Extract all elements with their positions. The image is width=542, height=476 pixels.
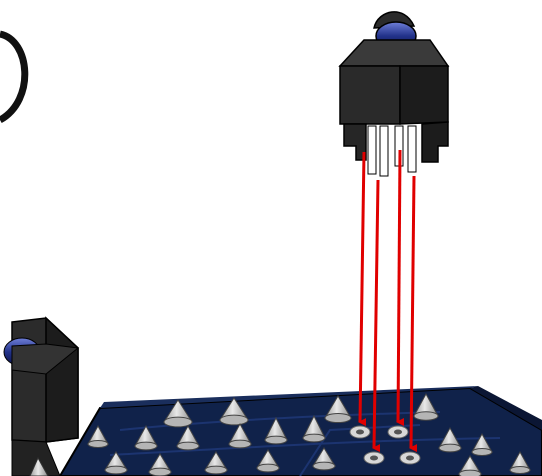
solder-cone-base (177, 442, 199, 450)
solder-cone-base (149, 468, 171, 476)
pad (356, 430, 364, 435)
solder-cone-base (135, 442, 157, 450)
insertion-arrow (360, 152, 364, 422)
pad (370, 456, 378, 461)
pin (380, 126, 388, 176)
solder-cone-base (325, 413, 351, 422)
insertion-arrow (398, 150, 400, 422)
ring-fragment (0, 34, 25, 120)
solder-cone-base (205, 466, 227, 474)
ir-sensor-module (4, 318, 78, 476)
pin (368, 126, 376, 174)
solder-cone-base (303, 434, 325, 442)
pin (408, 126, 416, 172)
solder-cone-base (313, 462, 335, 470)
solder-cone-base (459, 470, 481, 476)
solder-cone-base (472, 449, 492, 456)
solder-cone-base (439, 444, 461, 452)
solder-cone-base (105, 466, 127, 474)
solder-cone-base (220, 415, 248, 425)
pad (406, 456, 414, 461)
solder-cone-base (229, 440, 251, 448)
ir-sensor-module (340, 12, 448, 176)
solder-cone-base (414, 412, 438, 420)
solder-cone-base (257, 464, 279, 472)
solder-cone-base (510, 467, 530, 474)
solder-cone-base (265, 436, 287, 444)
pad (394, 430, 402, 435)
solder-cone-base (88, 441, 108, 448)
